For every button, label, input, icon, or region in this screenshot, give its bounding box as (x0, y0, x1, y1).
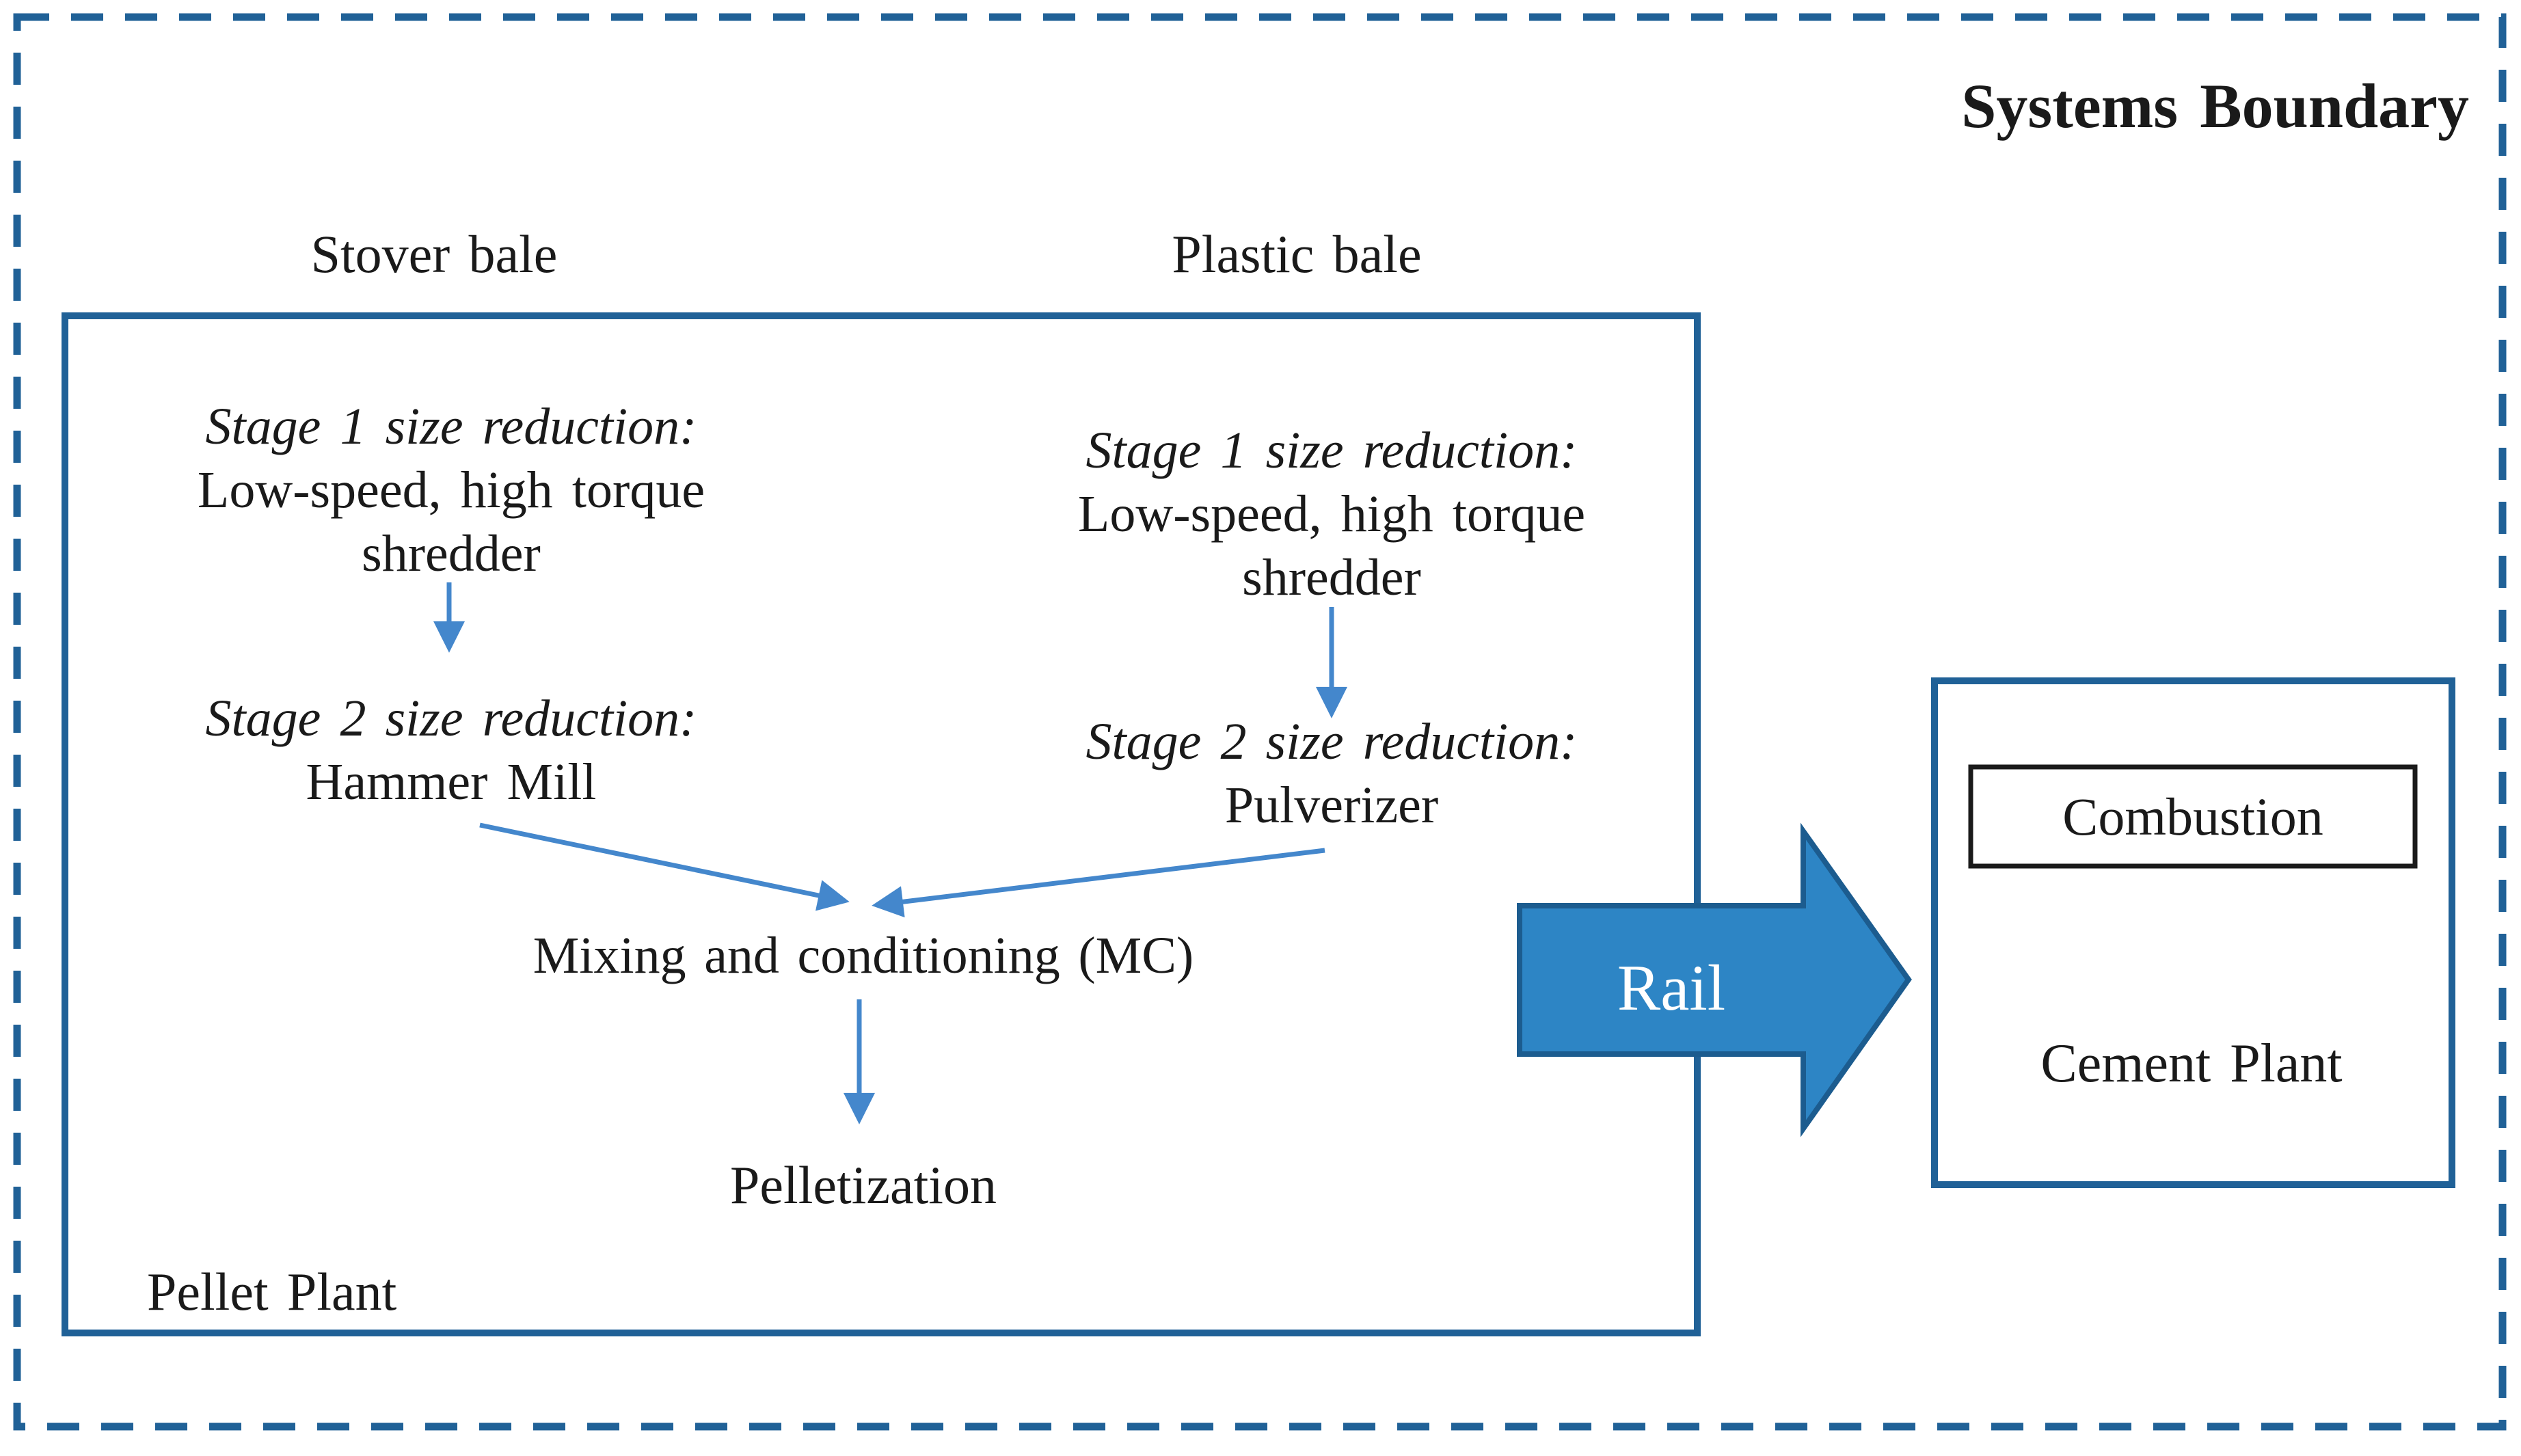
left-stage2-title: Stage 2 size reduction: (205, 690, 697, 747)
left-stage2-body: Hammer Mill (306, 753, 597, 811)
rail-label: Rail (1617, 952, 1726, 1024)
pellet-plant-label: Pellet Plant (147, 1262, 397, 1321)
cement-plant-box (1931, 677, 2455, 1188)
combustion-label: Combustion (2062, 787, 2323, 846)
right-stage1-body-line2: shredder (1242, 549, 1421, 606)
right-stage2-title: Stage 2 size reduction: (1086, 713, 1578, 770)
pulverizer-to-mixing-arrow-icon (872, 848, 1325, 918)
right-stage1-title: Stage 1 size reduction: (1086, 422, 1578, 479)
hammer-mill-to-mixing-arrow-icon (479, 822, 850, 911)
right-stage1-body-line1: Low-speed, high torque (1077, 485, 1586, 543)
left-stage1-body-line1: Low-speed, high torque (197, 461, 705, 519)
pellet-plant-box (62, 312, 1701, 1336)
right-stage2-block: Stage 2 size reduction: Pulverizer (1086, 710, 1578, 837)
left-stage1-body-line2: shredder (362, 525, 541, 582)
systems-boundary-border (13, 13, 2507, 1431)
left-stage1-block: Stage 1 size reduction: Low-speed, high … (198, 395, 705, 586)
left-stage2-block: Stage 2 size reduction: Hammer Mill (206, 687, 697, 814)
plastic-bale-label: Plastic bale (1172, 224, 1422, 284)
left-stage1-title: Stage 1 size reduction: (205, 398, 697, 455)
right-stage2-body: Pulverizer (1224, 777, 1439, 834)
systems-boundary-label: Systems Boundary (1961, 71, 2469, 141)
cement-plant-label: Cement Plant (2040, 1034, 2343, 1094)
mixing-conditioning-label: Mixing and conditioning (MC) (532, 927, 1194, 984)
rail-arrow (1517, 822, 1912, 1137)
combustion-box (1968, 764, 2418, 869)
right-stage1-block: Stage 1 size reduction: Low-speed, high … (1078, 419, 1585, 610)
stover-bale-label: Stover bale (310, 224, 558, 284)
pelletization-label: Pelletization (730, 1155, 997, 1215)
